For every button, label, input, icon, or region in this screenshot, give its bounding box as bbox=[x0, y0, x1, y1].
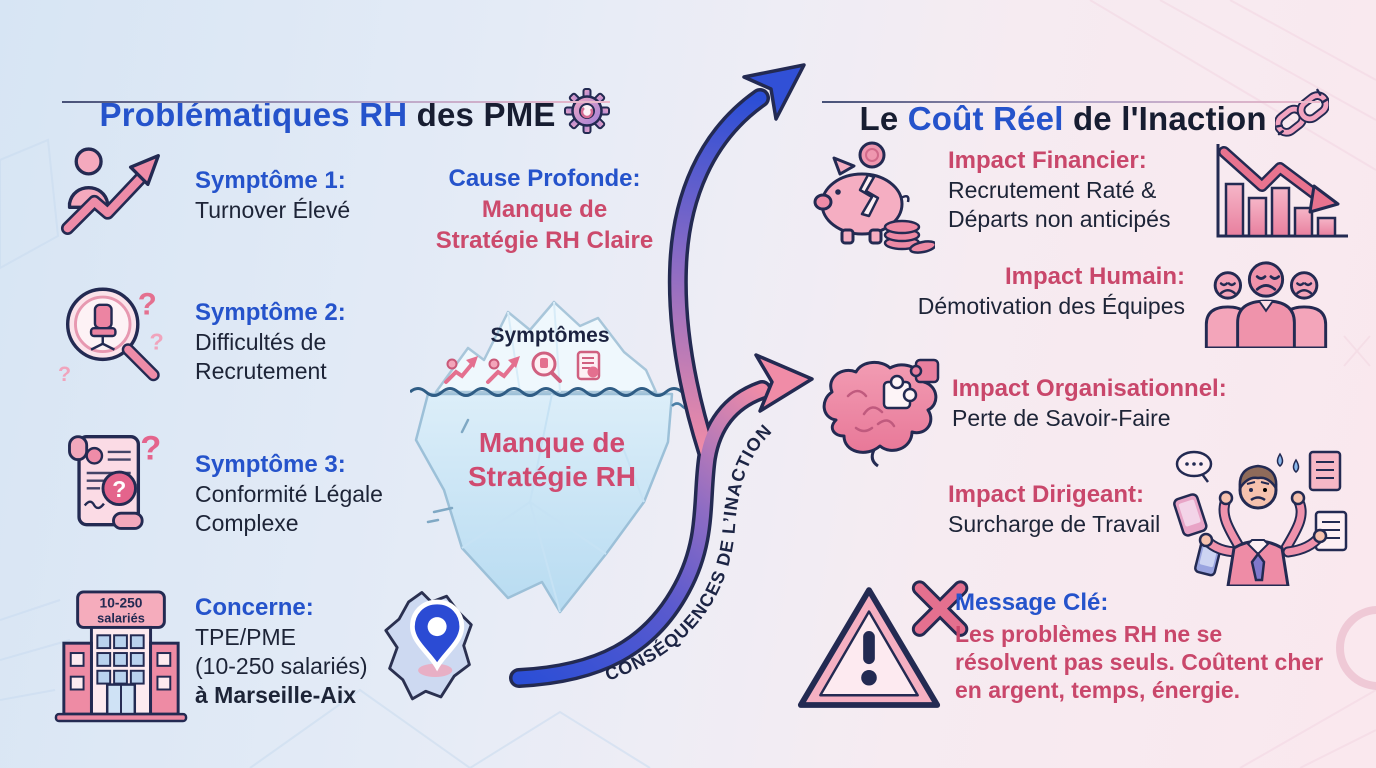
cause-block: Cause Profonde: Manque de Stratégie RH C… bbox=[412, 164, 677, 256]
iceberg-surface-label: Symptômes bbox=[490, 324, 609, 347]
symptom-2-heading: Symptôme 2: bbox=[195, 299, 346, 326]
impact-humain-line: Démotivation des Équipes bbox=[917, 293, 1185, 319]
right-title-pre: Le bbox=[859, 100, 908, 137]
company-building-icon: 10-250 salariés bbox=[54, 590, 188, 723]
symptom-2-line: Difficultés de bbox=[195, 329, 327, 355]
impact-dirigeant-text: Impact Dirigeant: Surcharge de Travail bbox=[948, 480, 1160, 539]
impact-dirigeant-line: Surcharge de Travail bbox=[948, 511, 1161, 537]
building-sign-line: 10-250 bbox=[100, 596, 143, 611]
mini-recruitment-search-icon bbox=[531, 351, 562, 383]
message-cle-line: résolvent pas seuls. Coûtent cher bbox=[955, 649, 1324, 675]
impact-organisationnel-text: Impact Organisationnel: Perte de Savoir-… bbox=[952, 374, 1227, 433]
impact-organisationnel-heading: Impact Organisationnel: bbox=[952, 375, 1227, 402]
concerne-heading: Concerne: bbox=[195, 594, 314, 621]
impact-humain-heading: Impact Humain: bbox=[1004, 263, 1185, 290]
impact-financier-heading: Impact Financier: bbox=[948, 147, 1147, 174]
message-cle-line: Les problèmes RH ne se bbox=[955, 621, 1223, 647]
cause-line: Stratégie RH Claire bbox=[435, 227, 654, 254]
mini-person-growth-icon bbox=[444, 356, 478, 384]
piggy-bank-icon bbox=[813, 141, 935, 254]
declining-chart-icon bbox=[1216, 144, 1348, 238]
arrowhead-to-title bbox=[742, 63, 806, 121]
recruitment-search-icon: ? ? ? bbox=[58, 287, 164, 386]
arrowhead-to-impacts bbox=[754, 353, 814, 413]
svg-text:?: ? bbox=[112, 476, 126, 502]
impact-financier-text: Impact Financier: Recrutement Raté & Dép… bbox=[948, 146, 1170, 234]
right-title-highlight: Coût Réel bbox=[907, 100, 1064, 137]
impact-financier-line: Départs non anticipés bbox=[948, 206, 1171, 232]
impact-organisationnel-line: Perte de Savoir-Faire bbox=[952, 405, 1171, 431]
symptom-1-line: Turnover Élevé bbox=[195, 197, 351, 223]
overworked-manager-icon bbox=[1173, 450, 1348, 586]
right-title-rest: de l'Inaction bbox=[1063, 100, 1267, 137]
message-cle-heading: Message Clé: bbox=[955, 589, 1109, 616]
right-title: Le Coût Réel de l'Inaction bbox=[822, 50, 1329, 176]
person-growth-icon bbox=[60, 147, 160, 235]
legal-scroll-icon: ? ? bbox=[68, 430, 161, 530]
location-pin-icon bbox=[410, 599, 465, 672]
warning-x-icon bbox=[797, 580, 969, 708]
svg-text:?: ? bbox=[58, 362, 71, 386]
symptom-3-line: Conformité Légale bbox=[195, 481, 383, 507]
mini-person-growth-icon bbox=[486, 356, 520, 384]
message-cle-text: Message Clé: Les problèmes RH ne se réso… bbox=[955, 588, 1323, 704]
impact-dirigeant-heading: Impact Dirigeant: bbox=[948, 481, 1145, 508]
cause-line: Manque de bbox=[481, 196, 608, 223]
left-title-rule bbox=[62, 101, 610, 103]
warning-triangle-icon bbox=[797, 587, 941, 708]
cause-heading: Cause Profonde: bbox=[448, 165, 641, 192]
iceberg-tip bbox=[434, 300, 658, 394]
svg-text:?: ? bbox=[149, 329, 163, 355]
iceberg-hidden-line: Stratégie RH bbox=[468, 461, 636, 492]
impact-humain-text: Impact Humain: Démotivation des Équipes bbox=[820, 262, 1185, 321]
symptom-3-text: Symptôme 3: Conformité Légale Complexe bbox=[195, 450, 383, 538]
region-map-icon bbox=[384, 591, 473, 701]
symptom-3-line: Complexe bbox=[195, 510, 299, 536]
symptom-2-text: Symptôme 2: Difficultés de Recrutement bbox=[195, 298, 346, 386]
impact-financier-line: Recrutement Raté & bbox=[948, 177, 1157, 203]
symptom-2-line: Recrutement bbox=[195, 358, 327, 384]
symptom-1-heading: Symptôme 1: bbox=[195, 167, 346, 194]
svg-text:?: ? bbox=[140, 430, 161, 468]
symptom-3-heading: Symptôme 3: bbox=[195, 451, 346, 478]
symptom-1-text: Symptôme 1: Turnover Élevé bbox=[195, 166, 350, 225]
iceberg-hidden-line: Manque de bbox=[479, 427, 625, 458]
concerne-text: Concerne: TPE/PME (10-250 salariés) à Ma… bbox=[195, 593, 368, 710]
concerne-line: (10-250 salariés) bbox=[195, 653, 368, 679]
message-cle-line: en argent, temps, énergie. bbox=[955, 677, 1241, 703]
gear-icon bbox=[563, 88, 610, 134]
iceberg-illustration: Symptômes Manque de bbox=[410, 300, 699, 614]
brain-puzzle-icon bbox=[822, 358, 940, 468]
right-title-rule bbox=[822, 101, 1320, 103]
broken-link-icon bbox=[1274, 88, 1329, 137]
concerne-strong-line: à Marseille-Aix bbox=[195, 682, 357, 708]
building-sign-line: salariés bbox=[97, 610, 145, 625]
x-mark-icon bbox=[911, 580, 969, 637]
mini-legal-scroll-icon bbox=[576, 350, 601, 381]
sad-team-icon bbox=[1204, 261, 1328, 348]
concerne-line: TPE/PME bbox=[195, 624, 296, 650]
svg-text:?: ? bbox=[138, 287, 157, 322]
